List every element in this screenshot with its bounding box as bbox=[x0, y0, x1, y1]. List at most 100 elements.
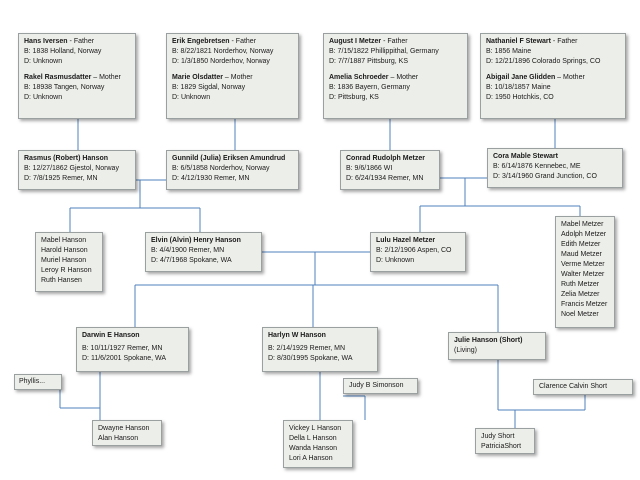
mother-role: – Mother bbox=[388, 74, 419, 81]
mother-died: D: Pittsburg, KS bbox=[329, 94, 379, 101]
father-role: - Father bbox=[229, 38, 257, 45]
father-born: B: 1856 Maine bbox=[486, 48, 532, 55]
engebretsen-couple-box[interactable]: Erik Engebretsen - Father B: 8/22/1821 N… bbox=[166, 33, 299, 119]
child-name: Dwayne Hanson bbox=[98, 425, 150, 432]
person-died: D: 4/12/1930 Remer, MN bbox=[172, 175, 250, 182]
lulu-box[interactable]: Lulu Hazel Metzer B: 2/12/1906 Aspen, CO… bbox=[370, 232, 466, 272]
mother-died: D: Unknown bbox=[24, 94, 63, 101]
person-name: Conrad Rudolph Metzer bbox=[346, 155, 425, 162]
person-name: Harlyn W Hanson bbox=[268, 332, 326, 339]
person-died: D: 8/30/1995 Spokane, WA bbox=[268, 355, 353, 362]
child-name: Vickey L Hanson bbox=[289, 425, 342, 432]
person-name: Julie Hanson (Short) bbox=[454, 337, 523, 344]
person-name: Gunnild (Julia) Eriksen Amundrud bbox=[172, 155, 286, 162]
darwin-box[interactable]: Darwin E Hanson B: 10/11/1927 Remer, MN … bbox=[76, 327, 189, 372]
sibling-name: Walter Metzer bbox=[561, 271, 605, 278]
sibling-name: Muriel Hanson bbox=[41, 257, 87, 264]
mother-died: D: Unknown bbox=[172, 94, 211, 101]
sibling-name: Ruth Metzer bbox=[561, 281, 600, 288]
father-born: B: 7/15/1822 Phillippithal, Germany bbox=[329, 48, 439, 55]
spouse-name: Phyllis... bbox=[19, 378, 46, 385]
person-died: D: 3/14/1960 Grand Junction, CO bbox=[493, 173, 597, 180]
person-name: Elvin (Alvin) Henry Hanson bbox=[151, 237, 241, 244]
father-died: D: 1/3/1850 Norderhov, Norway bbox=[172, 58, 270, 65]
sibling-name: Adolph Metzer bbox=[561, 231, 607, 238]
father-born: B: 1838 Holland, Norway bbox=[24, 48, 102, 55]
person-born: B: 10/11/1927 Remer, MN bbox=[82, 345, 163, 352]
elvin-box[interactable]: Elvin (Alvin) Henry Hanson B: 4/4/1900 R… bbox=[145, 232, 262, 272]
mother-name: Amelia Schroeder bbox=[329, 74, 389, 81]
cora-box[interactable]: Cora Mable Stewart B: 6/14/1876 Kennebec… bbox=[487, 148, 623, 188]
person-died: D: 4/7/1968 Spokane, WA bbox=[151, 257, 232, 264]
person-born: B: 4/4/1900 Remer, MN bbox=[151, 247, 225, 254]
harlyn-children-box[interactable]: Vickey L Hanson Della L Hanson Wanda Han… bbox=[283, 420, 353, 468]
father-name: Nathaniel F Stewart bbox=[486, 38, 551, 45]
person-born: B: 6/5/1858 Norderhov, Norway bbox=[172, 165, 270, 172]
mother-name: Abigail Jane Glidden bbox=[486, 74, 556, 81]
child-name: Judy Short bbox=[481, 433, 515, 440]
darwin-children-box[interactable]: Dwayne Hanson Alan Hanson bbox=[92, 420, 162, 446]
mother-born: B: 18938 Tangen, Norway bbox=[24, 84, 105, 91]
child-name: Della L Hanson bbox=[289, 435, 337, 442]
father-died: D: 7/7/1887 Pittsburg, KS bbox=[329, 58, 408, 65]
person-name: Cora Mable Stewart bbox=[493, 153, 558, 160]
rasmus-box[interactable]: Rasmus (Robert) Hanson B: 12/27/1862 Gje… bbox=[18, 150, 136, 190]
metzer-elder-couple-box[interactable]: August I Metzer - Father B: 7/15/1822 Ph… bbox=[323, 33, 468, 119]
person-name: Lulu Hazel Metzer bbox=[376, 237, 436, 244]
metzer-siblings-box[interactable]: Mabel Metzer Adolph Metzer Edith Metzer … bbox=[555, 216, 615, 328]
sibling-name: Zelia Metzer bbox=[561, 291, 600, 298]
father-born: B: 8/22/1821 Norderhov, Norway bbox=[172, 48, 274, 55]
person-died: D: 7/8/1925 Remer, MN bbox=[24, 175, 98, 182]
person-status: (Living) bbox=[454, 347, 477, 354]
person-died: D: 6/24/1934 Remer, MN bbox=[346, 175, 424, 182]
person-born: B: 9/6/1866 WI bbox=[346, 165, 393, 172]
gunnild-box[interactable]: Gunnild (Julia) Eriksen Amundrud B: 6/5/… bbox=[166, 150, 299, 190]
person-born: B: 2/12/1906 Aspen, CO bbox=[376, 247, 452, 254]
father-role: - Father bbox=[67, 38, 95, 45]
sibling-name: Maud Metzer bbox=[561, 251, 602, 258]
sibling-name: Mabel Metzer bbox=[561, 221, 604, 228]
father-died: D: 12/21/1896 Colorado Springs, CO bbox=[486, 58, 601, 65]
mother-name: Marie Olsdatter bbox=[172, 74, 223, 81]
mother-born: B: 1836 Bayern, Germany bbox=[329, 84, 410, 91]
person-born: B: 12/27/1862 Gjestol, Norway bbox=[24, 165, 119, 172]
mother-born: B: 10/18/1857 Maine bbox=[486, 84, 551, 91]
phyllis-box[interactable]: Phyllis... bbox=[14, 374, 62, 390]
mother-died: D: 1950 Hotchkis, CO bbox=[486, 94, 554, 101]
father-name: August I Metzer bbox=[329, 38, 382, 45]
child-name: Alan Hanson bbox=[98, 435, 139, 442]
child-name: Wanda Hanson bbox=[289, 445, 337, 452]
clarence-box[interactable]: Clarence Calvin Short bbox=[533, 379, 633, 395]
spouse-name: Judy B Simonson bbox=[349, 382, 404, 389]
father-role: - Father bbox=[381, 38, 408, 45]
sibling-name: Verme Metzer bbox=[561, 261, 605, 268]
person-born: B: 6/14/1876 Kennebec, ME bbox=[493, 163, 581, 170]
julie-box[interactable]: Julie Hanson (Short) (Living) bbox=[448, 332, 546, 360]
stewart-couple-box[interactable]: Nathaniel F Stewart - Father B: 1856 Mai… bbox=[480, 33, 626, 119]
spouse-name: Clarence Calvin Short bbox=[539, 383, 608, 390]
child-name: PatriciaShort bbox=[481, 443, 522, 450]
mother-role: – Mother bbox=[91, 74, 121, 81]
father-name: Erik Engebretsen bbox=[172, 38, 230, 45]
sibling-name: Mabel Hanson bbox=[41, 237, 87, 244]
sibling-name: Noel Metzer bbox=[561, 311, 599, 318]
sibling-name: Francis Metzer bbox=[561, 301, 608, 308]
mother-name: Rakel Rasmusdatter bbox=[24, 74, 92, 81]
iversen-couple-box[interactable]: Hans Iversen - Father B: 1838 Holland, N… bbox=[18, 33, 136, 119]
person-born: B: 2/14/1929 Remer, MN bbox=[268, 345, 346, 352]
judy-simonson-box[interactable]: Judy B Simonson bbox=[343, 378, 418, 394]
person-name: Rasmus (Robert) Hanson bbox=[24, 155, 109, 162]
hanson-siblings-box[interactable]: Mabel Hanson Harold Hanson Muriel Hanson… bbox=[35, 232, 103, 292]
mother-born: B: 1829 Sigdal, Norway bbox=[172, 84, 246, 91]
sibling-name: Harold Hanson bbox=[41, 247, 88, 254]
sibling-name: Leroy R Hanson bbox=[41, 267, 92, 274]
conrad-box[interactable]: Conrad Rudolph Metzer B: 9/6/1866 WI D: … bbox=[340, 150, 440, 190]
sibling-name: Ruth Hansen bbox=[41, 277, 82, 284]
father-died: D: Unknown bbox=[24, 58, 63, 65]
harlyn-box[interactable]: Harlyn W Hanson B: 2/14/1929 Remer, MN D… bbox=[262, 327, 378, 372]
julie-children-box[interactable]: Judy Short PatriciaShort bbox=[475, 428, 535, 454]
father-role: - Father bbox=[550, 38, 578, 45]
father-name: Hans Iversen bbox=[24, 38, 68, 45]
person-died: D: 11/6/2001 Spokane, WA bbox=[82, 355, 167, 362]
